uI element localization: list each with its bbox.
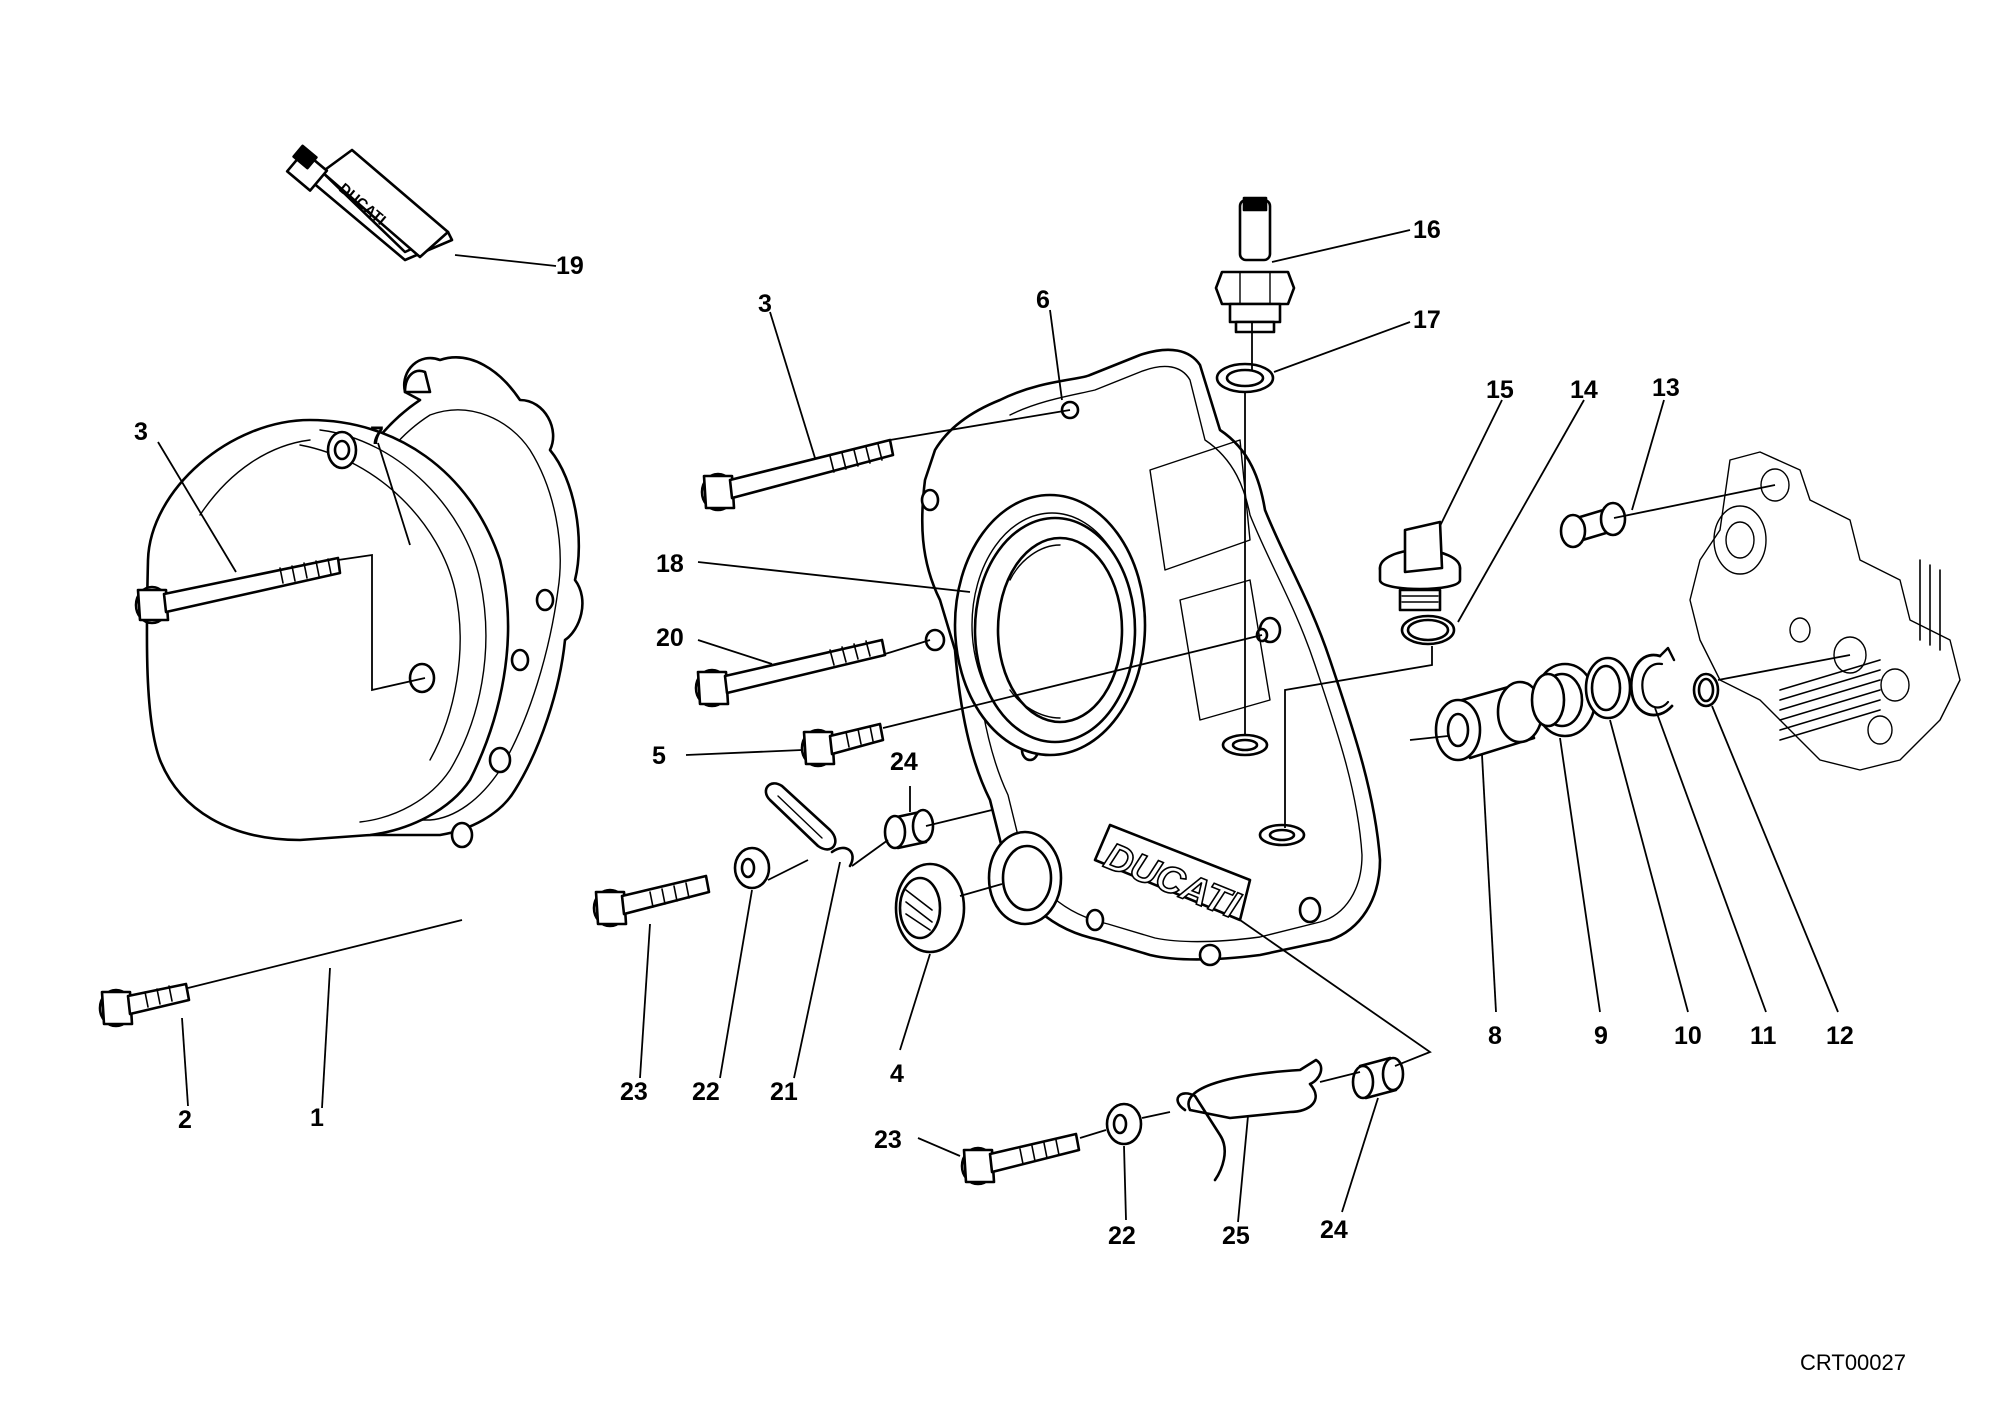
callout-4: 4 bbox=[890, 1060, 904, 1088]
oil-seal-part-18 bbox=[973, 516, 1137, 744]
callout-23-lower: 23 bbox=[874, 1126, 902, 1154]
callout-3-center: 3 bbox=[758, 290, 772, 318]
bolt-part-20 bbox=[694, 638, 887, 708]
callout-22-upper: 22 bbox=[692, 1078, 720, 1106]
dowel-part-13 bbox=[1559, 501, 1627, 549]
clip-part-21 bbox=[764, 782, 854, 868]
grease-tube-part-19: DUCATI bbox=[285, 144, 454, 262]
callout-24-lower: 24 bbox=[1320, 1216, 1348, 1244]
crankcase-outline bbox=[1689, 451, 1961, 771]
short-bolt-part-5 bbox=[800, 722, 885, 768]
callout-22-lower: 22 bbox=[1108, 1222, 1136, 1250]
callout-24-upper: 24 bbox=[890, 748, 918, 776]
long-bolt-part-3-left bbox=[134, 556, 342, 625]
callout-labels: 19 16 17 3 6 15 14 13 3 7 18 20 5 24 8 9… bbox=[134, 216, 1854, 1250]
callout-9: 9 bbox=[1594, 1022, 1608, 1050]
callout-2: 2 bbox=[178, 1106, 192, 1134]
leader-lines bbox=[157, 229, 1851, 1223]
callout-20: 20 bbox=[656, 624, 684, 652]
small-seal-part-4 bbox=[894, 862, 966, 954]
callout-17: 17 bbox=[1413, 306, 1441, 334]
bolt-part-23-upper bbox=[592, 874, 711, 928]
callout-23-upper: 23 bbox=[620, 1078, 648, 1106]
spacer-part-24-lower bbox=[1351, 1056, 1405, 1100]
bolt-part-23-lower bbox=[960, 1132, 1081, 1186]
spacer-part-24-upper bbox=[883, 808, 935, 850]
callout-5: 5 bbox=[652, 742, 666, 770]
long-bolt-part-3-center bbox=[700, 438, 895, 512]
drawing-reference-code: CRT00027 bbox=[1800, 1350, 1906, 1375]
callout-21: 21 bbox=[770, 1078, 798, 1106]
circlip-part-11 bbox=[1629, 646, 1676, 717]
callout-18: 18 bbox=[656, 550, 684, 578]
callout-13: 13 bbox=[1652, 374, 1680, 402]
callout-12: 12 bbox=[1826, 1022, 1854, 1050]
spring-clip-part-25 bbox=[1176, 1058, 1323, 1182]
filler-plug-part-15 bbox=[1378, 520, 1462, 612]
callout-10: 10 bbox=[1674, 1022, 1702, 1050]
washer-part-22-lower bbox=[1105, 1102, 1143, 1146]
clutch-cover-part-1 bbox=[145, 418, 512, 849]
callout-25: 25 bbox=[1222, 1222, 1250, 1250]
small-o-ring-part-12 bbox=[1692, 672, 1720, 708]
callout-3-left: 3 bbox=[134, 418, 148, 446]
callout-16: 16 bbox=[1413, 216, 1441, 244]
callout-14: 14 bbox=[1570, 376, 1598, 404]
callout-1: 1 bbox=[310, 1104, 324, 1132]
callout-19: 19 bbox=[556, 252, 584, 280]
bearing-part-9 bbox=[1530, 662, 1597, 738]
callout-8: 8 bbox=[1488, 1022, 1502, 1050]
o-ring-part-14 bbox=[1400, 614, 1456, 646]
callout-7: 7 bbox=[370, 422, 384, 450]
callout-6: 6 bbox=[1036, 286, 1050, 314]
bushing-part-8 bbox=[1434, 680, 1544, 762]
sensor-part-16 bbox=[1214, 196, 1296, 334]
washer-part-17 bbox=[1215, 362, 1275, 394]
seal-ring-part-10 bbox=[1584, 656, 1632, 720]
callout-11: 11 bbox=[1750, 1022, 1777, 1050]
washer-part-22-upper bbox=[733, 846, 771, 890]
callout-15: 15 bbox=[1486, 376, 1514, 404]
short-bolt-part-2 bbox=[98, 982, 191, 1028]
